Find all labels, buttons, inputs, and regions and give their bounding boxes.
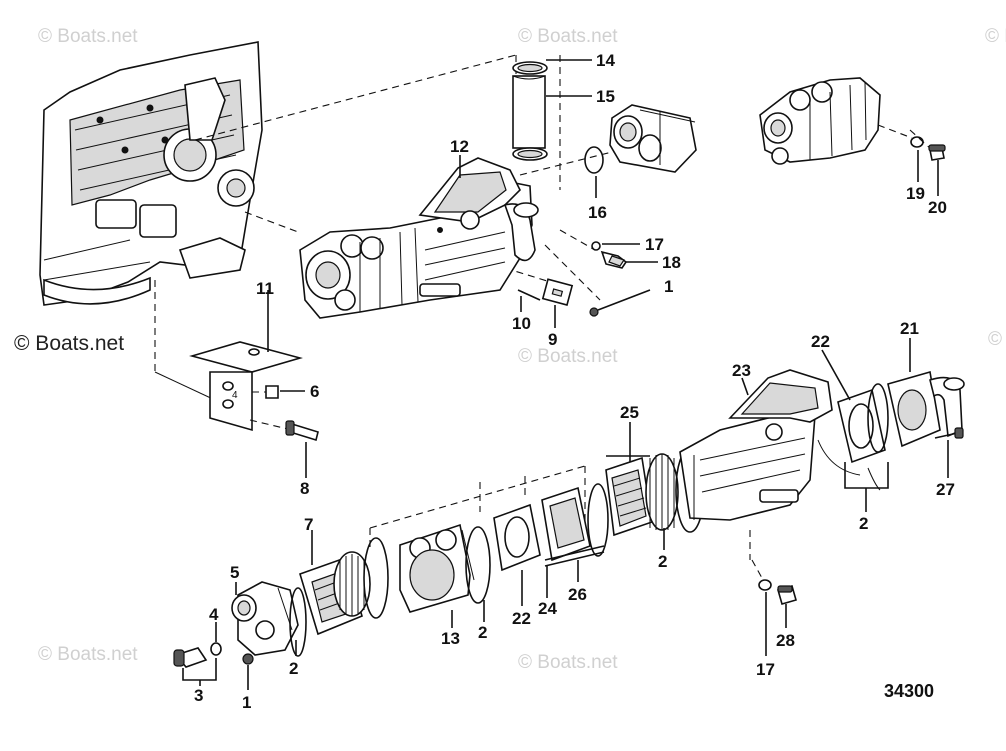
watermark: © Boats.net [518, 26, 618, 47]
end-cap-assembly [173, 581, 307, 668]
callout-1: 1 [242, 693, 251, 712]
callout-21: 21 [900, 319, 919, 338]
watermark: © Boats.net [518, 652, 618, 673]
callout-22: 22 [811, 332, 830, 351]
callout-14: 14 [596, 51, 615, 70]
watermark: © Boats.net [38, 644, 138, 665]
callout-8: 8 [300, 479, 309, 498]
callout-17: 17 [756, 660, 775, 679]
housing-section [399, 523, 491, 613]
callout-20: 20 [928, 198, 947, 217]
callout-1: 1 [664, 277, 673, 296]
callout-2: 2 [289, 659, 298, 678]
watermark: © Boats.net [38, 26, 138, 47]
watermark: © Boats.net [985, 26, 1006, 47]
watermark: © Boats.net [518, 346, 618, 367]
callout-2: 2 [478, 623, 487, 642]
engine-block-illustration [39, 41, 263, 306]
cartridge-end [299, 537, 389, 636]
callout-3: 3 [194, 686, 203, 705]
callout-labels: 14 15 16 12 17 18 1 10 9 11 6 8 19 20 21… [194, 51, 955, 712]
callout-7: 7 [304, 515, 313, 534]
bracket-mark: 4 [232, 390, 238, 401]
callout-18: 18 [662, 253, 681, 272]
drain-hardware [751, 559, 797, 605]
callout-12: 12 [450, 137, 469, 156]
callout-13: 13 [441, 629, 460, 648]
small-hardware-top [517, 241, 628, 317]
leader-lines [182, 59, 949, 690]
callout-19: 19 [906, 184, 925, 203]
callout-15: 15 [596, 87, 615, 106]
gasket-and-plate [493, 483, 609, 572]
callout-27: 27 [936, 480, 955, 499]
callout-26: 26 [568, 585, 587, 604]
watermark: © Boats.net [988, 329, 1006, 350]
heat-exchanger-lower [679, 369, 833, 521]
watermark-layer: © Boats.net © Boats.net © Boats.net © Bo… [14, 26, 1006, 673]
heat-exchanger-upper [299, 157, 539, 319]
callout-11: 11 [256, 279, 274, 298]
callout-24: 24 [538, 599, 557, 618]
callout-6: 6 [310, 382, 319, 401]
exhaust-elbow-lower [837, 370, 965, 464]
exhaust-elbow-upper [584, 104, 697, 174]
callout-5: 5 [230, 563, 239, 582]
callout-25: 25 [620, 403, 639, 422]
mounting-bracket: 4 [189, 341, 319, 442]
callout-17: 17 [645, 235, 664, 254]
callout-22: 22 [512, 609, 531, 628]
callout-16: 16 [588, 203, 607, 222]
assembly-guide-lines-top [154, 54, 621, 401]
callout-23: 23 [732, 361, 751, 380]
callout-4: 4 [209, 605, 219, 624]
hose-clamp-assembly [512, 61, 548, 161]
callout-10: 10 [512, 314, 531, 333]
watermark-dark: © Boats.net [14, 332, 124, 355]
diagram-part-number: 34300 [884, 681, 934, 701]
heat-exchanger-detail-topright [759, 77, 946, 165]
callout-2: 2 [658, 552, 667, 571]
callout-2: 2 [859, 514, 868, 533]
callout-9: 9 [548, 330, 557, 349]
callout-28: 28 [776, 631, 795, 650]
